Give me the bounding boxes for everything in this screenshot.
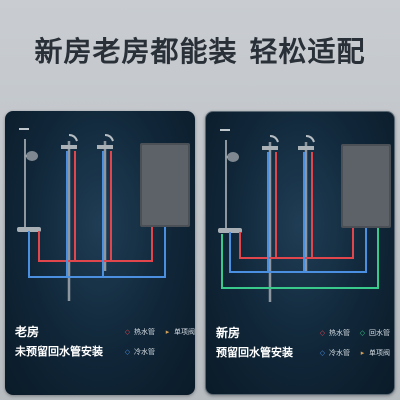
water-heater [140,143,190,227]
droplet-icon: ◇ [124,348,131,356]
legend-cold: ◇冷水管 [124,348,155,356]
shower-icon [218,129,242,233]
headline: 新房老房都能装轻松适配 [0,30,400,70]
panel-old-house: 老房 未预留回水管安装 ◇热水管 ▸单项阀 ◇冷水管 [5,111,195,395]
cold-pipe [28,151,166,278]
legend-cold: ◇冷水管 [319,349,350,357]
panel-subtitle: 未预留回水管安装 [15,345,103,358]
installation-diagram-old [17,128,190,301]
legend-hot: ◇热水管 [319,329,350,337]
legend-hot: ◇热水管 [124,328,155,336]
panel-title: 老房 [15,325,40,339]
return-pipe [221,228,379,289]
valve-icon: ▸ [165,328,170,336]
valve-icon: ▸ [360,349,365,357]
legend-valve: ▸单项阀 [358,348,390,358]
droplet-icon: ◇ [124,328,131,336]
water-heater [341,144,391,228]
legend-valve: ▸单项阀 [163,327,195,337]
hot-pipe [38,151,153,262]
faucet-icon [262,135,279,302]
panel-subtitle: 预留回水管安装 [216,346,293,359]
faucet-icon [298,135,315,272]
droplet-icon: ◇ [359,329,366,337]
panel-title: 新房 [216,326,241,340]
installation-diagram-new [218,129,391,302]
panel-new-house: 新房 预留回水管安装 ◇热水管 ◇回水管 ◇冷水管 ▸单项阀 [205,111,395,395]
cold-pipe [229,152,367,273]
faucet-icon [97,134,114,271]
hot-pipe [239,152,354,259]
headline-part-2: 轻松适配 [249,35,366,68]
headline-part-1: 新房老房都能装 [34,35,238,68]
droplet-icon: ◇ [319,349,326,357]
faucet-icon [61,134,78,301]
shower-icon [17,128,41,232]
droplet-icon: ◇ [319,329,326,337]
legend-return: ◇回水管 [359,329,390,337]
